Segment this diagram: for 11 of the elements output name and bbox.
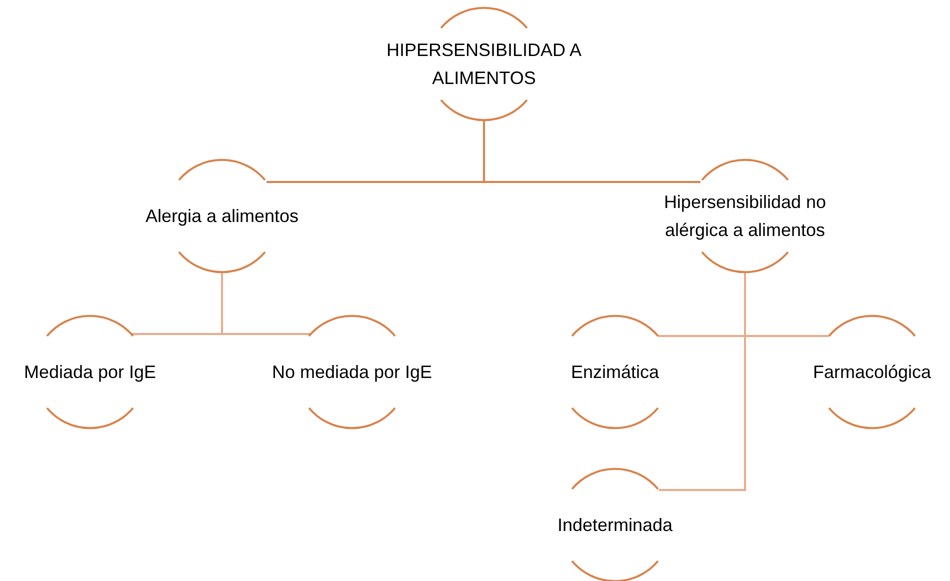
node-label: Alergia a alimentos [144,205,300,228]
node-label: Farmacológica [812,361,932,384]
connector-line [221,272,311,335]
connector-line [658,272,746,491]
node-label: Enzimática [570,361,660,384]
node-label: HIPERSENSIBILIDAD A ALIMENTOS [385,39,583,90]
connector-line [483,120,700,183]
node-label: Hipersensibilidad no alérgica a alimentos [662,191,828,242]
node-label: Mediada por IgE [22,361,158,384]
node-label: Indeterminada [556,514,674,537]
node-label: No mediada por IgE [270,361,434,384]
